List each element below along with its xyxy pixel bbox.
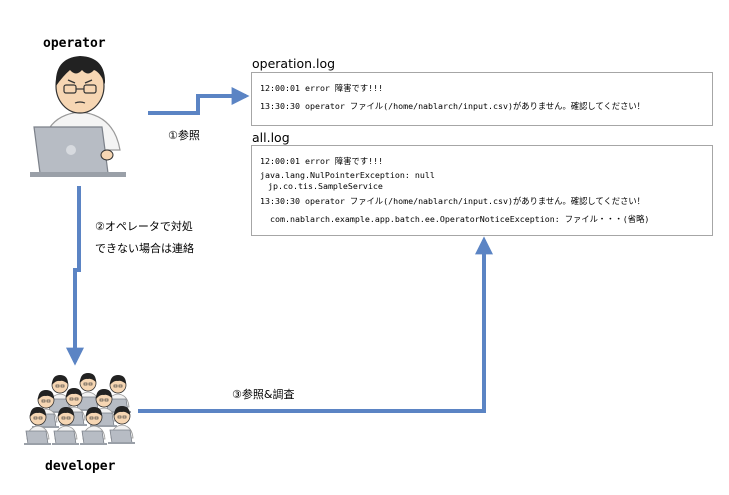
operation-log-line: 13:30:30 operator ファイル(/home/nablarch/in…	[260, 101, 645, 111]
arrow-operator-to-developer	[66, 186, 84, 366]
developer-person-icon	[74, 373, 101, 411]
developer-person-icon	[24, 407, 51, 445]
all-log-line: jp.co.tis.SampleService	[268, 181, 383, 191]
step1-note: ①参照	[168, 129, 200, 142]
operator-label: operator	[43, 36, 106, 51]
developer-person-icon	[108, 406, 135, 444]
all-log-line: 12:00:01 error 障害です!!!	[260, 156, 384, 166]
step2-note-line2: できない場合は連絡	[95, 242, 194, 255]
all-log-box: 12:00:01 error 障害です!!! java.lang.NulPoin…	[251, 145, 713, 236]
all-log-title: all.log	[252, 130, 290, 145]
operation-log-box: 12:00:01 error 障害です!!! 13:30:30 operator…	[251, 72, 713, 126]
operation-log-line: 12:00:01 error 障害です!!!	[260, 83, 384, 93]
all-log-line: 13:30:30 operator ファイル(/home/nablarch/in…	[260, 196, 645, 206]
arrow-developer-to-all-log	[138, 236, 493, 413]
step3-note: ③参照&調査	[232, 388, 295, 401]
step2-note-line1: ②オペレータで対処	[95, 220, 193, 233]
arrow-operator-to-operation-log	[148, 87, 250, 115]
all-log-line: java.lang.NulPointerException: null	[260, 170, 435, 180]
developer-person-icon	[80, 407, 107, 445]
developer-label: developer	[45, 459, 116, 474]
developer-person-icon	[52, 407, 79, 445]
operation-log-title: operation.log	[252, 56, 336, 71]
all-log-line: com.nablarch.example.app.batch.ee.Operat…	[270, 214, 650, 224]
